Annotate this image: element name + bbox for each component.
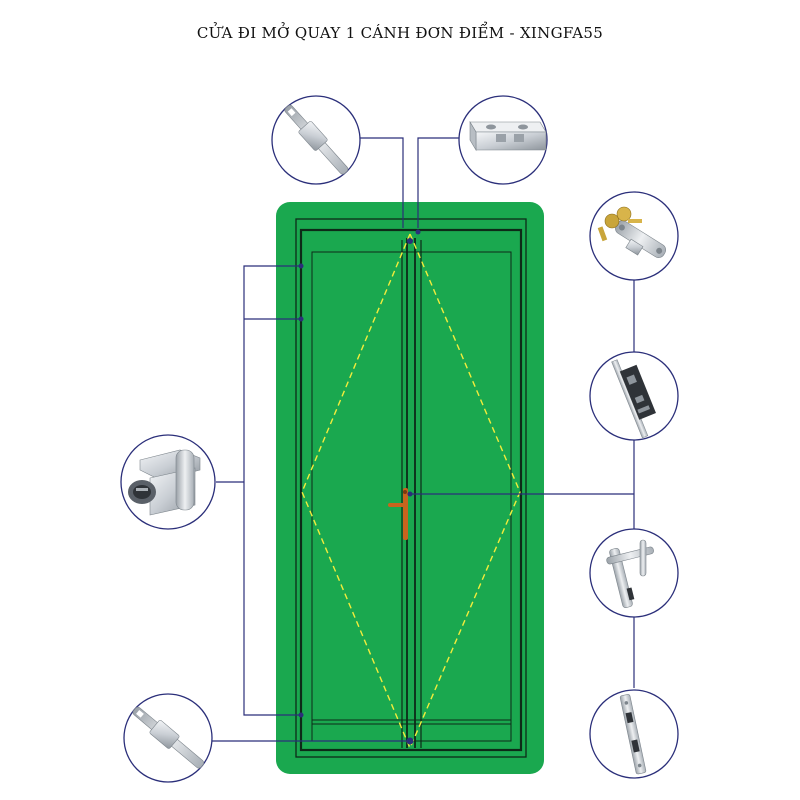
striker-plate-icon bbox=[619, 694, 647, 775]
opening-direction-markers bbox=[301, 233, 521, 749]
callout-strike-plate-top bbox=[458, 95, 548, 185]
callout-flush-bolt-top bbox=[271, 95, 361, 185]
callout-flush-bolt-bottom bbox=[123, 693, 213, 783]
flush-bolt-icon bbox=[132, 706, 204, 769]
callout-lever-handle bbox=[589, 528, 679, 618]
keys bbox=[597, 206, 642, 242]
callout-mortise-lock bbox=[589, 351, 679, 441]
mortise-lock-body-icon bbox=[611, 359, 656, 439]
callout-hinge-left bbox=[120, 434, 216, 530]
door-handle bbox=[388, 488, 408, 540]
flush-bolt-icon bbox=[284, 104, 349, 175]
lock-cylinder-keys-icon bbox=[597, 206, 667, 258]
callout-striker-plate bbox=[589, 689, 679, 779]
lever-handle-icon bbox=[606, 539, 654, 608]
door-background-panel bbox=[276, 202, 544, 774]
diagram-title: CỬA ĐI MỞ QUAY 1 CÁNH ĐƠN ĐIỂM - XINGFA5… bbox=[196, 24, 604, 42]
leader-lines bbox=[212, 137, 635, 742]
leader-dots bbox=[298, 229, 421, 745]
3d-hinge-icon bbox=[128, 449, 201, 516]
callout-lock-cylinder bbox=[589, 191, 679, 281]
strike-plate-icon bbox=[469, 120, 547, 152]
